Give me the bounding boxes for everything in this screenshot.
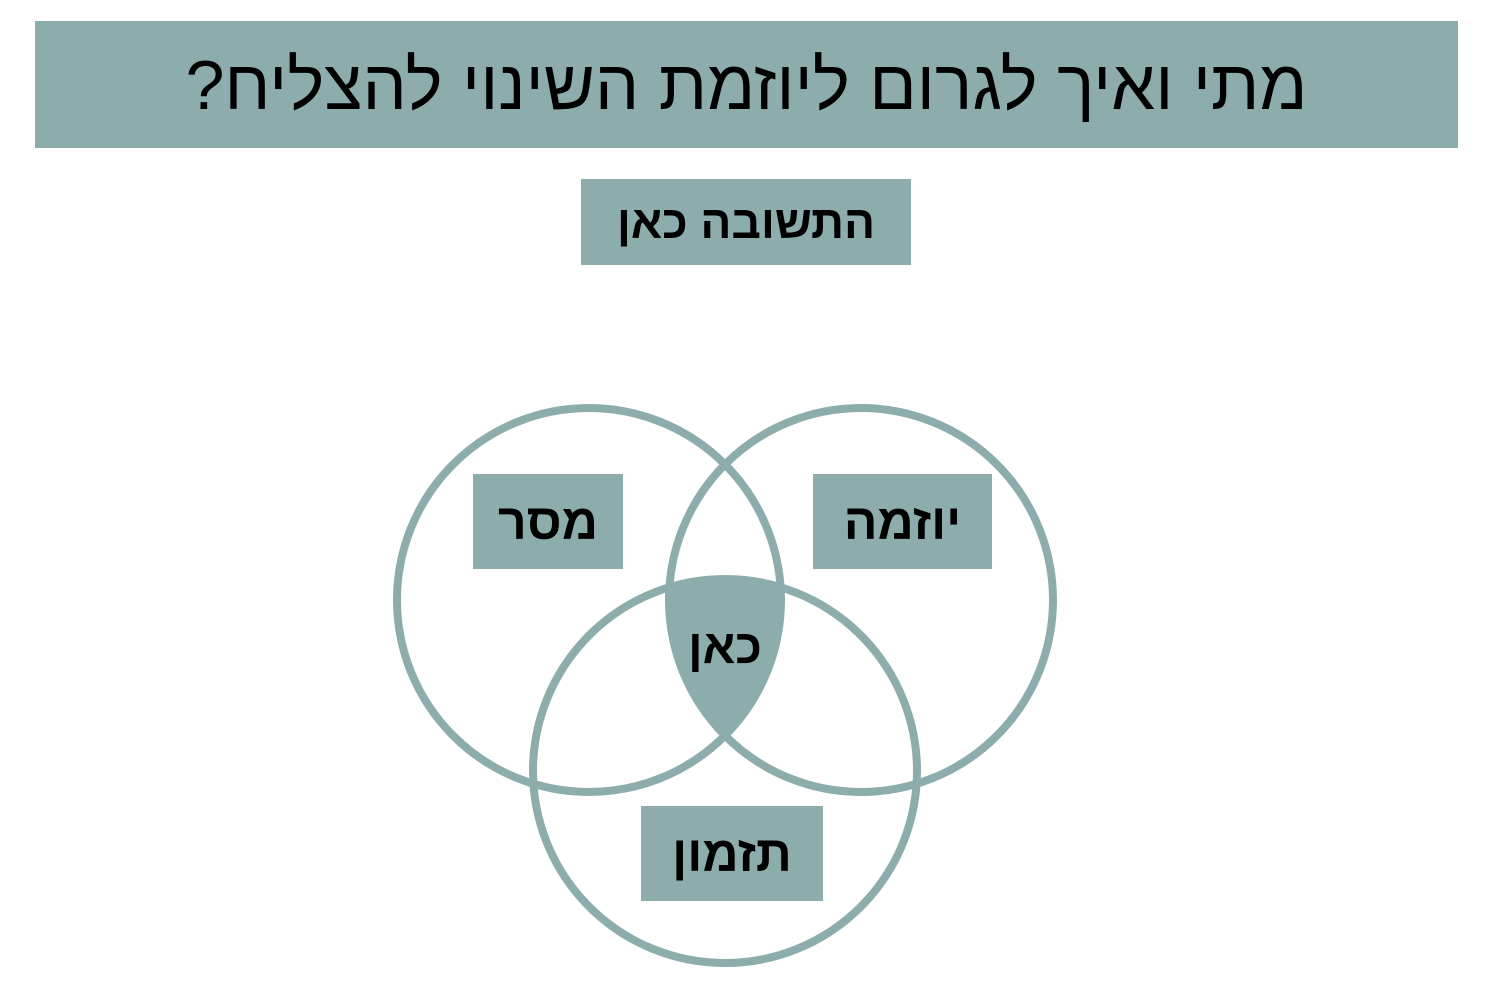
- venn-circle-message: [393, 404, 785, 796]
- answer-box: התשובה כאן: [581, 179, 911, 265]
- venn-center-label-text: כאן: [688, 620, 762, 674]
- venn-label-message: מסר: [473, 474, 623, 569]
- venn-label-initiative-text: יוזמה: [843, 493, 962, 550]
- title-banner: מתי ואיך לגרום ליוזמת השינוי להצליח?: [35, 21, 1458, 148]
- venn-label-message-text: מסר: [497, 493, 599, 550]
- venn-label-initiative: יוזמה: [813, 474, 992, 569]
- venn-label-timing-text: תזמון: [672, 825, 792, 882]
- venn-circle-initiative: [665, 404, 1057, 796]
- answer-box-text: התשובה כאן: [616, 196, 876, 248]
- venn-center-label: כאן: [650, 612, 800, 682]
- venn-circle-timing: [529, 575, 921, 967]
- venn-label-timing: תזמון: [641, 806, 823, 901]
- page-title: מתי ואיך לגרום ליוזמת השינוי להצליח?: [185, 45, 1308, 124]
